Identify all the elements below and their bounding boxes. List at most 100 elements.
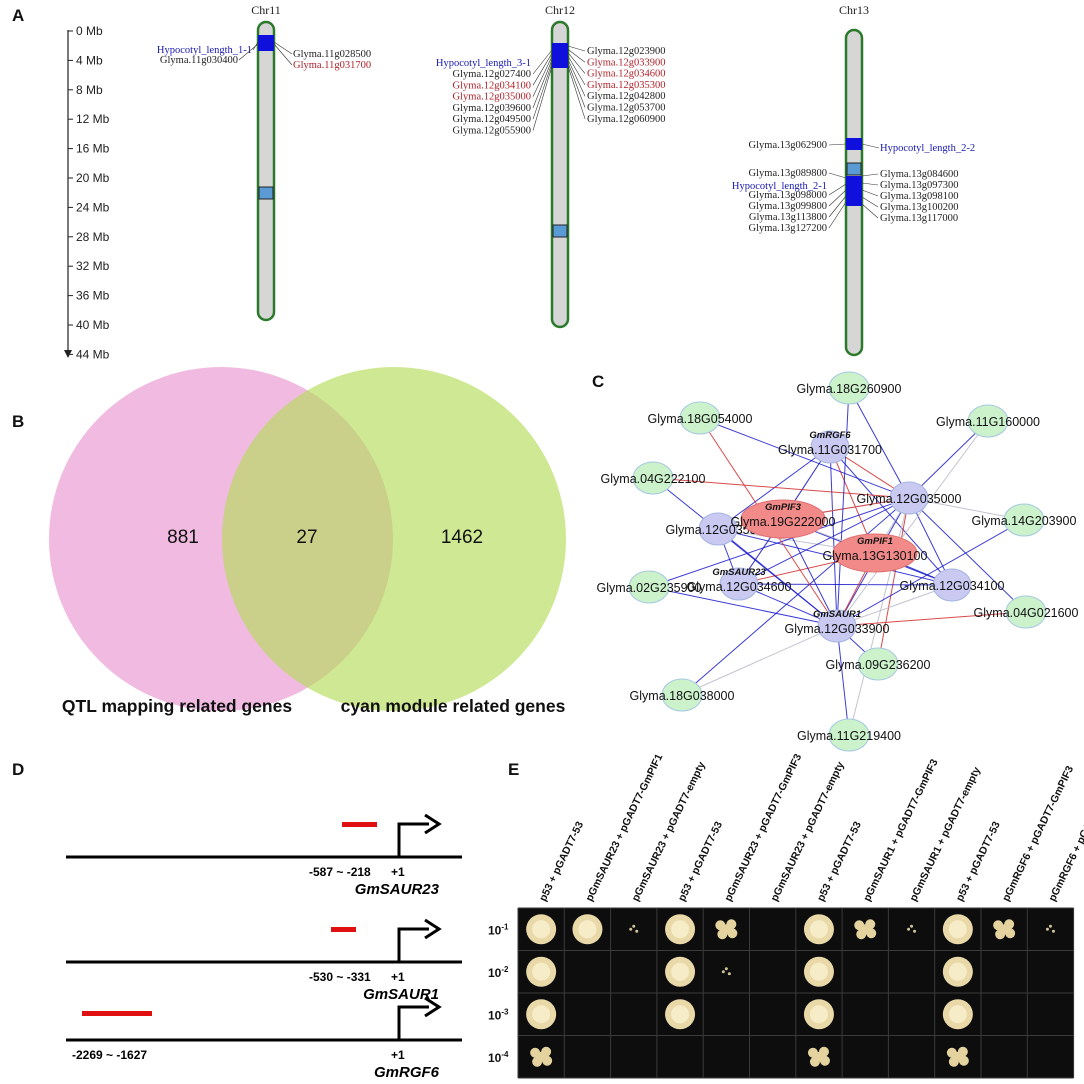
outer-gene-node-label: Glyma.11G160000 bbox=[936, 415, 1040, 429]
network-edge bbox=[717, 528, 953, 586]
outer-gene-node-label: Glyma.18G038000 bbox=[630, 689, 735, 703]
inner-gene-node bbox=[810, 430, 850, 464]
hub-gene-node-alias: GmPIF1 bbox=[857, 536, 893, 547]
yeast-colony-center bbox=[532, 1005, 551, 1024]
yeast-colony-fragment bbox=[530, 1047, 541, 1058]
network-edge bbox=[738, 446, 831, 585]
yeast-colony-trace bbox=[635, 929, 639, 933]
chr12-left-gene-4: Glyma.12g039600 bbox=[453, 103, 531, 114]
network-edge bbox=[717, 518, 784, 530]
network-edge bbox=[648, 497, 910, 588]
tss-label: +1 bbox=[391, 1048, 405, 1062]
network-edge bbox=[652, 477, 910, 499]
yeast-colony-fragment bbox=[856, 929, 867, 940]
network-edge bbox=[738, 552, 876, 585]
yeast-colony-trace bbox=[721, 970, 725, 974]
gene-name-label: GmSAUR23 bbox=[355, 881, 440, 898]
mb-axis-tick-label: 4 Mb bbox=[76, 53, 103, 67]
hub-gene-node-label: Glyma.13G130100 bbox=[823, 549, 928, 563]
venn-left-label: QTL mapping related genes bbox=[62, 696, 292, 716]
outer-gene-node bbox=[661, 678, 703, 712]
outer-gene-node-label: Glyma.14G203900 bbox=[972, 514, 1077, 528]
mb-axis-tick-label: 12 Mb bbox=[76, 112, 110, 126]
plate-column-label: pGmSAUR23 + pGADT7-empty bbox=[630, 760, 708, 904]
yeast-colony-fragment bbox=[854, 920, 865, 931]
yeast-colony-trace bbox=[913, 929, 917, 933]
yeast-colony-fragment bbox=[860, 924, 871, 935]
outer-gene-node-label: Glyma.18G054000 bbox=[648, 412, 753, 426]
inner-gene-node bbox=[698, 512, 738, 546]
network-edge bbox=[717, 528, 876, 554]
mb-axis-tick-label: 8 Mb bbox=[76, 83, 103, 97]
yeast-colony-center bbox=[532, 920, 551, 939]
venn-right-label: cyan module related genes bbox=[341, 696, 566, 716]
element-range-label: -530 ~ -331 bbox=[309, 970, 371, 984]
panel-letter-e: E bbox=[508, 760, 520, 779]
chr13-left-gene-3: Glyma.13g098000 bbox=[749, 190, 827, 201]
chr11-centromere bbox=[258, 186, 274, 200]
yeast-colony bbox=[526, 999, 557, 1030]
inner-gene-node-label: Glyma.11G031700 bbox=[778, 443, 882, 457]
network-edge bbox=[738, 583, 838, 627]
network-edge bbox=[652, 477, 838, 627]
inner-gene-node-label: Glyma.12G034100 bbox=[900, 579, 1005, 593]
chr12-qtl-label: Hypocotyl_length_3-1 bbox=[436, 58, 531, 69]
chr11-title: Chr11 bbox=[251, 3, 281, 17]
yeast-colony-fragment bbox=[993, 920, 1004, 931]
outer-gene-node-label: Glyma.04G222100 bbox=[601, 472, 706, 486]
chr13-centromere bbox=[846, 162, 862, 176]
inner-gene-node-label: Glyma.12G035300 bbox=[666, 523, 771, 537]
network-edge bbox=[908, 497, 953, 586]
network-edge bbox=[717, 528, 838, 627]
element-range-label: -587 ~ -218 bbox=[309, 865, 371, 879]
network-edge bbox=[848, 497, 910, 736]
yeast-colony-fragment bbox=[807, 1047, 818, 1058]
binding-element-bar bbox=[331, 927, 356, 932]
outer-gene-node-label: Glyma.04G021600 bbox=[974, 606, 1079, 620]
yeast-colony-fragment bbox=[727, 928, 738, 939]
yeast-colony-trace bbox=[724, 967, 728, 971]
mb-axis-tick-label: 16 Mb bbox=[76, 142, 110, 156]
network-edge bbox=[648, 586, 838, 627]
yeast-colony-trace bbox=[632, 924, 636, 928]
plate-column-label: pGmRGF6 + pGADT7-empty bbox=[1046, 772, 1084, 904]
chr12-right-gene-5: Glyma.12g042800 bbox=[587, 91, 665, 102]
element-range-label: -2269 ~ -1627 bbox=[72, 1048, 147, 1062]
yeast-colony bbox=[665, 956, 696, 987]
chr11-right-gene-1: Glyma.11g028500 bbox=[293, 49, 371, 60]
yeast-colony-center bbox=[948, 920, 967, 939]
mb-axis-tick-label: 0 Mb bbox=[76, 24, 103, 38]
yeast-colony-center bbox=[809, 920, 828, 939]
chr12-centromere bbox=[552, 224, 568, 238]
outer-gene-node bbox=[967, 404, 1009, 438]
yeast-colony-fragment bbox=[542, 1055, 553, 1066]
plate-background bbox=[518, 908, 1074, 1078]
yeast-colony-fragment bbox=[995, 929, 1006, 940]
tss-arrowhead bbox=[424, 996, 442, 1018]
chr13-right-gene-3: Glyma.13g098100 bbox=[880, 191, 958, 202]
yeast-colony-trace bbox=[1051, 929, 1055, 933]
yeast-colony-trace bbox=[1048, 924, 1052, 928]
yeast-colony-center bbox=[532, 962, 551, 981]
yeast-colony-fragment bbox=[819, 1055, 830, 1066]
yeast-colony-fragment bbox=[541, 1046, 552, 1057]
chr12-left-gene-5: Glyma.12g049500 bbox=[453, 114, 531, 125]
network-edge bbox=[829, 446, 838, 627]
chr13-left-gene-5: Glyma.13g113800 bbox=[749, 212, 827, 223]
yeast-colony-fragment bbox=[1004, 919, 1015, 930]
plate-column-label: pGmSAUR23 + pGADT7-GmPIF3 bbox=[722, 752, 804, 903]
chr12-right-gene-3: Glyma.12g034600 bbox=[587, 69, 665, 80]
venn-right-count: 1462 bbox=[441, 527, 483, 548]
outer-gene-node bbox=[857, 647, 899, 681]
chr13-left-gene-2: Glyma.13g089800 bbox=[749, 168, 827, 179]
chr12-body bbox=[550, 20, 570, 329]
yeast-colony-fragment bbox=[715, 920, 726, 931]
chr12-left-gene-2: Glyma.12g034100 bbox=[453, 80, 531, 91]
plate-column-label: pGmSAUR1 + pGADT7-GmPIF3 bbox=[861, 757, 941, 903]
inner-gene-node bbox=[932, 568, 972, 602]
yeast-colony-fragment bbox=[948, 1056, 959, 1067]
chr13-right-gene-2: Glyma.13g097300 bbox=[880, 180, 958, 191]
yeast-colony-fragment bbox=[866, 928, 877, 939]
chr13-qtl-label-2-1: Hypocotyl_length_2-1 bbox=[732, 181, 827, 192]
dilution-label: 10-1 bbox=[488, 922, 509, 937]
